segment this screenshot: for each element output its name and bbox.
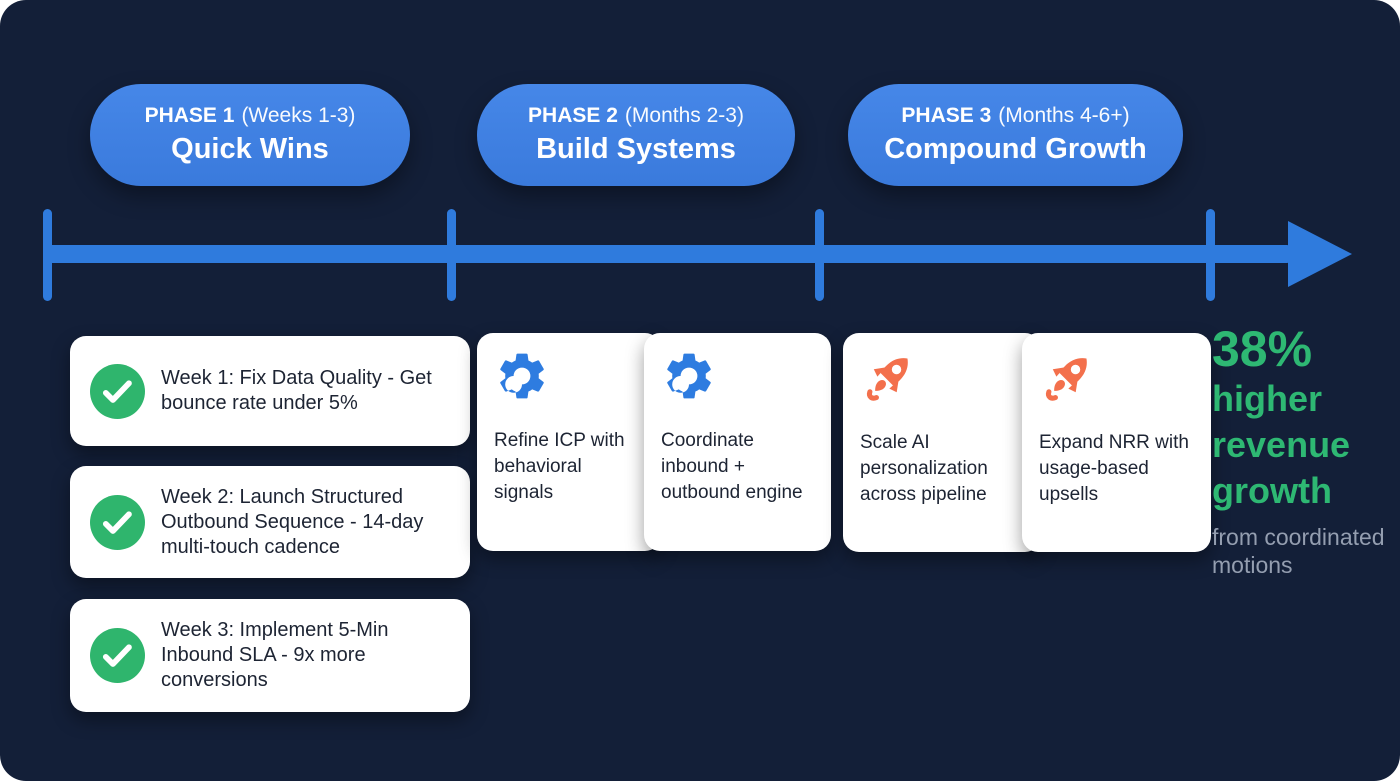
timeline-tick-1 [43,209,52,301]
gear-icon [494,348,550,404]
phase-3-label: PHASE 3 [901,103,992,127]
phase-2-range: (Months 2-3) [624,103,744,127]
phase-2-title: Build Systems [536,132,736,165]
phase-1-pill: PHASE 1 (Weeks 1-3) Quick Wins [90,84,410,186]
card-text: Refine ICP with behavioral signals [494,430,625,503]
outcome-word-3: growth [1212,470,1332,511]
phase-1-card-week-2: Week 2: Launch Structured Outbound Seque… [70,466,470,578]
check-circle-icon [90,363,145,419]
phase-1-card-week-3: Week 3: Implement 5-Min Inbound SLA - 9x… [70,599,470,712]
outcome-stat: 38% [1212,321,1313,377]
timeline-tick-4 [1206,209,1215,301]
card-text: Week 1: Fix Data Quality - Get bounce ra… [161,367,432,414]
check-circle-icon [90,628,145,683]
phase-3-pill: PHASE 3 (Months 4-6+) Compound Growth [848,84,1183,186]
check-circle-icon [90,494,145,550]
phase-1-title: Quick Wins [171,132,329,165]
phase-3-card-expand-nrr: Expand NRR with usage-based upsells [1022,333,1211,552]
rocket-icon [860,348,918,406]
phase-3-card-scale-ai: Scale AI personalization across pipeline [843,333,1041,552]
outcome-word-2: revenue [1212,424,1351,465]
phase-1-range: (Weeks 1-3) [241,103,356,127]
rocket-icon [1039,348,1097,406]
card-text: Coordinate inbound + outbound engine [661,430,803,503]
phase-2-heading: PHASE 2 (Months 2-3) [528,104,744,128]
phase-3-heading: PHASE 3 (Months 4-6+) [901,104,1129,128]
card-text: Scale AI personalization across pipeline [860,432,988,505]
phase-1-card-week-1: Week 1: Fix Data Quality - Get bounce ra… [70,336,470,446]
phase-2-card-refine-icp: Refine ICP with behavioral signals [477,333,661,551]
card-text: Expand NRR with usage-based upsells [1039,432,1189,505]
phase-1-label: PHASE 1 [144,103,235,127]
phase-2-card-coordinate-engine: Coordinate inbound + outbound engine [644,333,831,551]
phase-3-title: Compound Growth [884,132,1147,165]
timeline-tick-3 [815,209,824,301]
gear-icon [661,348,717,404]
outcome-word-1: higher [1212,378,1323,419]
phase-2-label: PHASE 2 [528,103,618,127]
outcome-caption: from coordinated motions [1212,524,1385,578]
timeline-bar [46,245,1290,263]
card-text: Week 2: Launch Structured Outbound Seque… [161,485,424,558]
phase-2-pill: PHASE 2 (Months 2-3) Build Systems [477,84,795,186]
timeline-tick-2 [447,209,456,301]
outcome-block: 38% higher revenue growth from coordinat… [1212,322,1398,579]
phase-1-heading: PHASE 1 (Weeks 1-3) [145,104,356,128]
card-text: Week 3: Implement 5-Min Inbound SLA - 9x… [161,619,389,691]
phase-3-range: (Months 4-6+) [998,103,1130,127]
arrow-right-icon [1288,221,1352,287]
